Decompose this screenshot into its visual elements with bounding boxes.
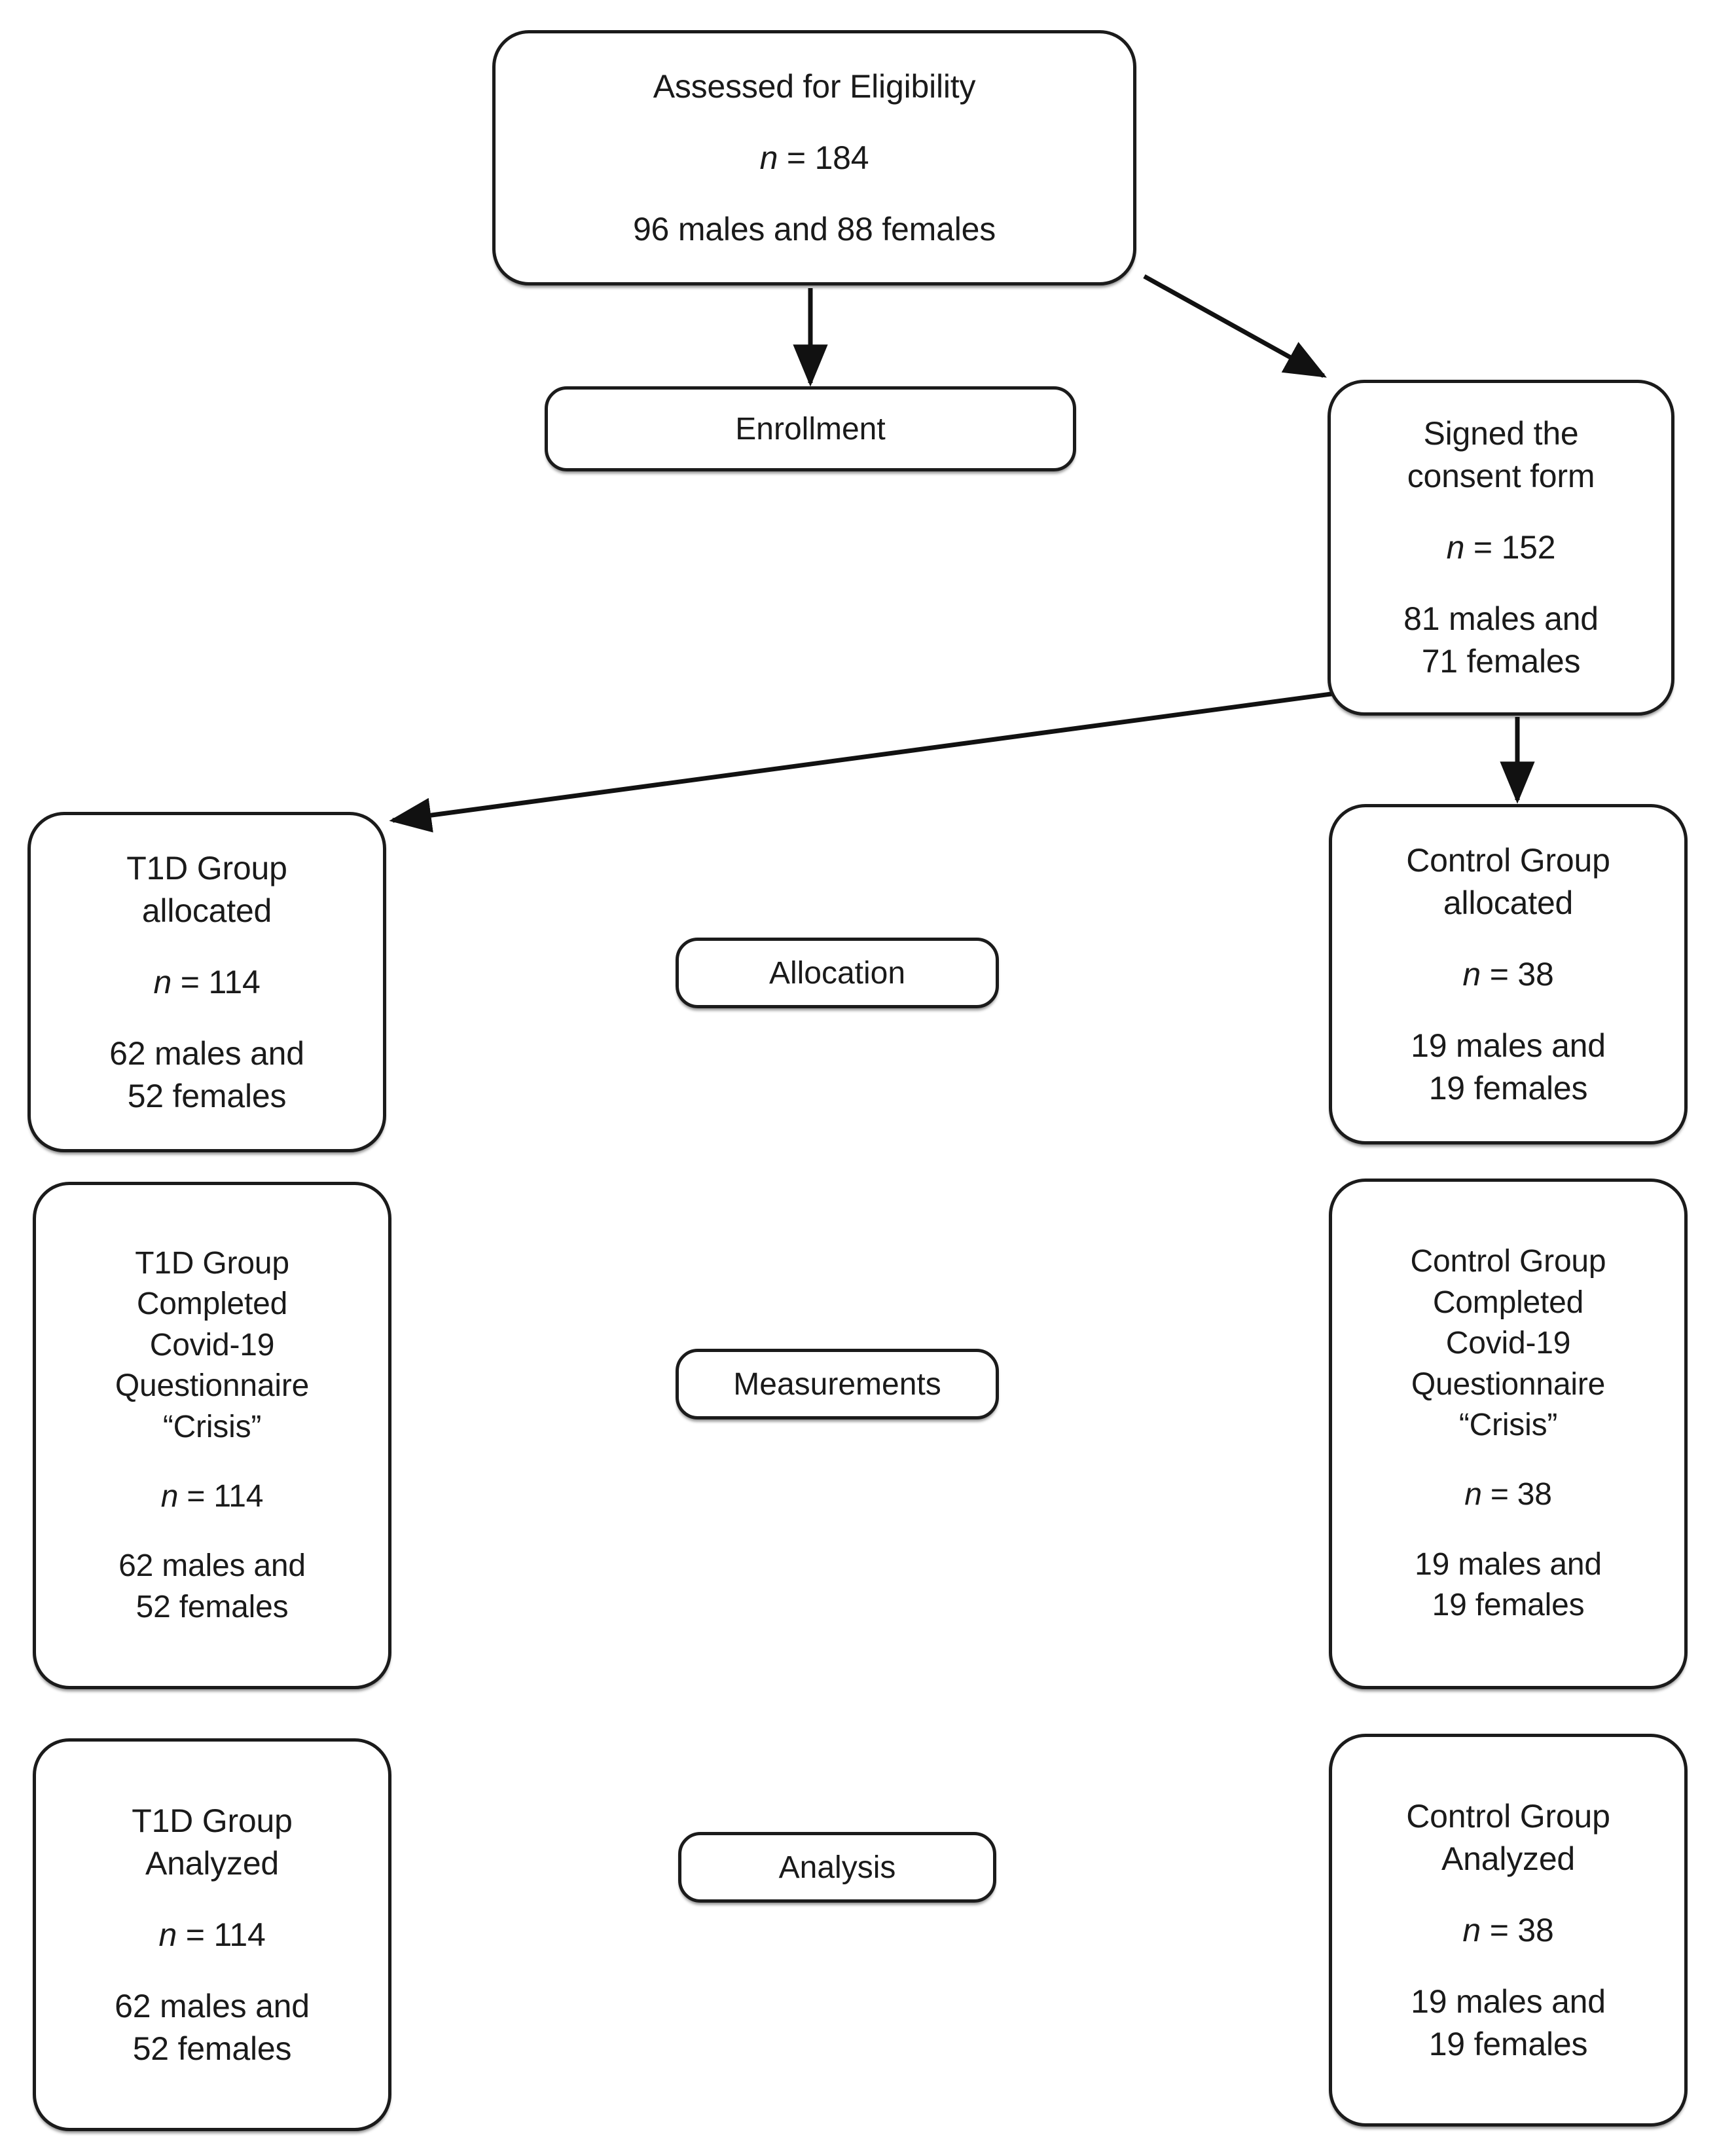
node-control-group-analyzed: Control Group Analyzed n = 38 19 males a…	[1329, 1734, 1688, 2127]
t1d-measured-title: T1D Group Completed Covid-19 Questionnai…	[115, 1245, 310, 1444]
node-signed-consent-form: Signed the consent form n = 152 81 males…	[1328, 380, 1674, 716]
t1d-measured-sex-breakdown: 62 males and 52 females	[118, 1548, 306, 1624]
stage-allocation-label: Allocation	[769, 955, 906, 991]
consent-n: n = 152	[1446, 529, 1556, 566]
node-t1d-group-analyzed: T1D Group Analyzed n = 114 62 males and …	[33, 1738, 391, 2131]
control-measured-n: n = 38	[1464, 1477, 1552, 1512]
node-t1d-group-allocated: T1D Group allocated n = 114 62 males and…	[27, 812, 386, 1152]
node-control-group-allocated: Control Group allocated n = 38 19 males …	[1329, 804, 1688, 1144]
consent-title: Signed the consent form	[1407, 415, 1595, 494]
t1d-analyzed-title: T1D Group Analyzed	[132, 1802, 293, 1882]
control-allocated-title: Control Group allocated	[1406, 841, 1610, 921]
t1d-analyzed-n: n = 114	[158, 1916, 266, 1953]
stage-enrollment: Enrollment	[545, 386, 1076, 471]
control-allocated-sex-breakdown: 19 males and 19 females	[1411, 1027, 1606, 1106]
edge-assessed-to-consent	[1143, 274, 1327, 378]
edge-consent-to-t1d	[389, 690, 1341, 833]
assessed-title: Assessed for Eligibility	[653, 67, 976, 105]
node-assessed-for-eligibility: Assessed for Eligibility n = 184 96 male…	[492, 30, 1136, 285]
t1d-allocated-title: T1D Group allocated	[126, 849, 287, 929]
t1d-analyzed-sex-breakdown: 62 males and 52 females	[115, 1987, 310, 2067]
stage-analysis-label: Analysis	[778, 1850, 896, 1885]
control-measured-sex-breakdown: 19 males and 19 females	[1415, 1546, 1602, 1623]
control-analyzed-n: n = 38	[1462, 1911, 1554, 1948]
assessed-n: n = 184	[759, 139, 869, 176]
t1d-allocated-sex-breakdown: 62 males and 52 females	[109, 1034, 304, 1114]
stage-allocation: Allocation	[676, 938, 999, 1008]
assessed-sex-breakdown: 96 males and 88 females	[632, 210, 996, 247]
t1d-allocated-n: n = 114	[153, 963, 261, 1000]
control-measured-title: Control Group Completed Covid-19 Questio…	[1410, 1244, 1606, 1442]
control-analyzed-title: Control Group Analyzed	[1406, 1797, 1610, 1877]
node-t1d-group-measurements: T1D Group Completed Covid-19 Questionnai…	[33, 1182, 391, 1689]
control-allocated-n: n = 38	[1462, 955, 1554, 993]
t1d-measured-n: n = 114	[160, 1478, 264, 1514]
node-control-group-measurements: Control Group Completed Covid-19 Questio…	[1329, 1179, 1688, 1689]
consent-sex-breakdown: 81 males and 71 females	[1403, 600, 1599, 680]
control-analyzed-sex-breakdown: 19 males and 19 females	[1411, 1983, 1606, 2062]
stage-measurements: Measurements	[676, 1349, 999, 1419]
stage-enrollment-label: Enrollment	[735, 411, 886, 447]
stage-measurements-label: Measurements	[733, 1366, 941, 1402]
stage-analysis: Analysis	[678, 1832, 996, 1903]
